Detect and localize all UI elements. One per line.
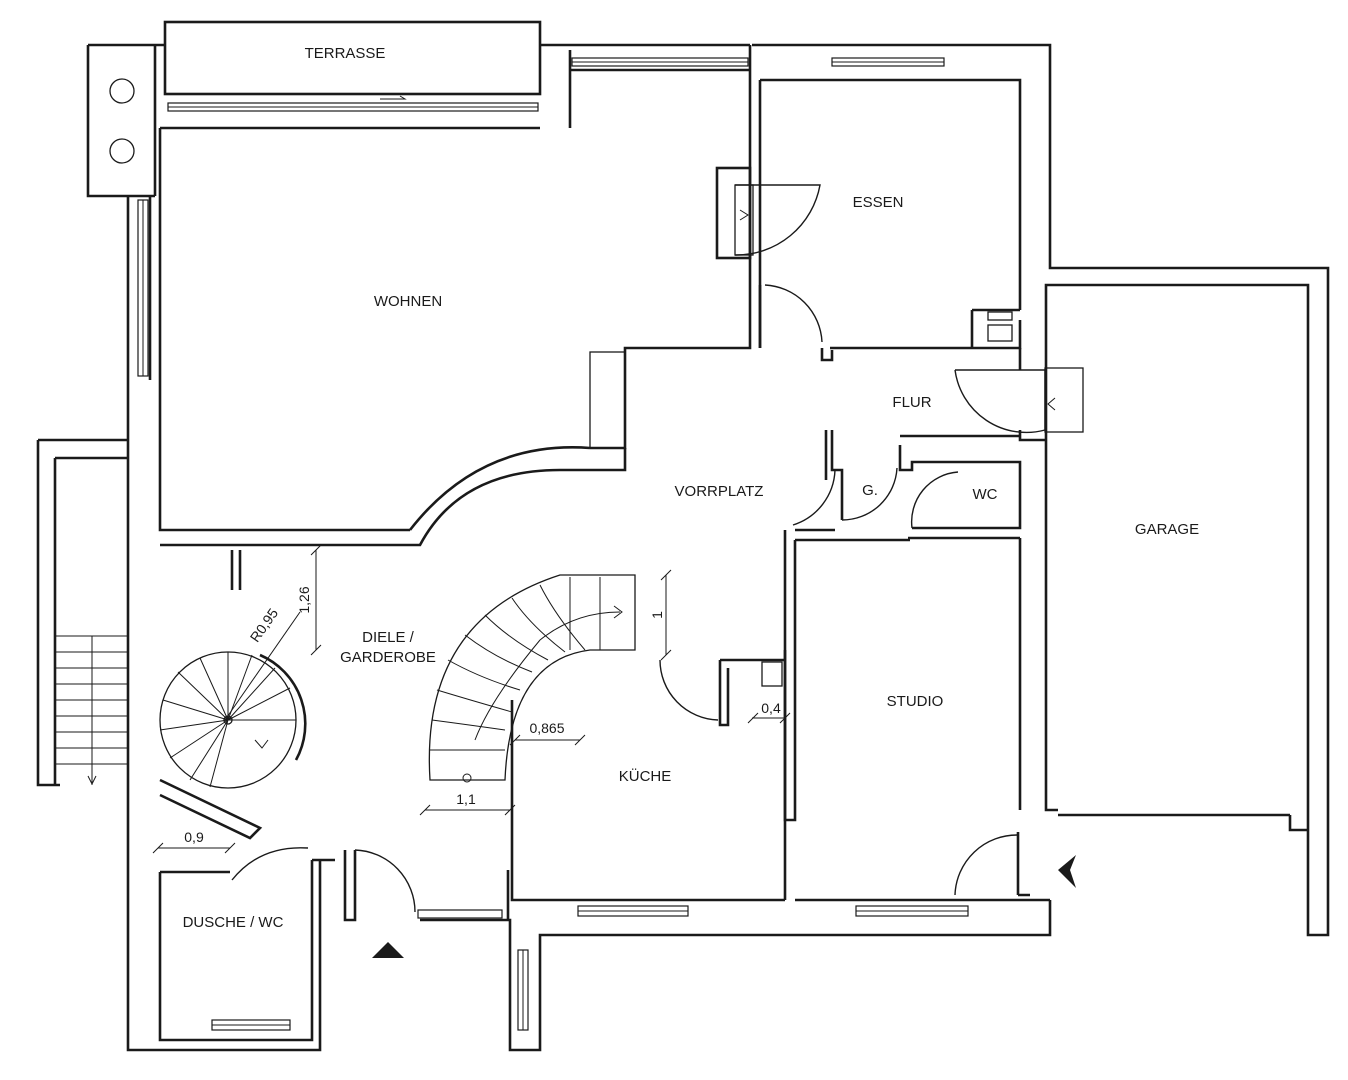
exterior-walls — [36, 43, 1330, 1052]
label-terrasse: TERRASSE — [305, 45, 386, 62]
label-garage: GARAGE — [1135, 521, 1199, 538]
label-essen: ESSEN — [853, 194, 904, 211]
door-essen-wohnen — [734, 184, 821, 256]
interior-walls — [158, 78, 1050, 1042]
label-diele: DIELE / — [362, 629, 415, 646]
dim-09: 0,9 — [184, 829, 204, 845]
garage-entrance-arrow — [1058, 855, 1076, 888]
chimney-flue-1 — [109, 78, 135, 104]
label-wohnen: WOHNEN — [374, 293, 442, 310]
room-labels: TERRASSE WOHNEN ESSEN FLUR VORRPLATZ G. … — [183, 45, 1200, 931]
dim-0865: 0,865 — [529, 720, 564, 736]
dimension-lines — [152, 544, 791, 854]
main-entrance-arrow — [372, 942, 404, 958]
label-vorrplatz: VORRPLATZ — [675, 483, 764, 500]
dim-04: 0,4 — [761, 700, 781, 716]
dim-r095: R0,95 — [247, 605, 282, 645]
door-flur-garage — [954, 369, 1046, 434]
dim-1: 1 — [649, 611, 665, 619]
windows — [137, 57, 969, 1031]
label-flur: FLUR — [892, 394, 931, 411]
label-dusche-wc: DUSCHE / WC — [183, 914, 284, 931]
doors — [231, 184, 1084, 913]
label-wc: WC — [973, 486, 998, 503]
label-garderobe-closet: G. — [862, 482, 878, 499]
terrace — [86, 20, 542, 198]
label-garderobe: GARDEROBE — [340, 649, 436, 666]
dim-126: 1,26 — [296, 586, 312, 613]
spiral-stair — [159, 651, 307, 789]
label-kueche: KÜCHE — [619, 767, 672, 785]
curved-stair — [428, 574, 636, 783]
chimney-flue-2 — [109, 138, 135, 164]
dimension-labels: 1,26 R0,95 1 0,865 0,4 1,1 0,9 — [184, 586, 781, 845]
exterior-stairs — [55, 635, 128, 786]
dim-11: 1,1 — [456, 791, 476, 807]
label-studio: STUDIO — [887, 693, 944, 710]
